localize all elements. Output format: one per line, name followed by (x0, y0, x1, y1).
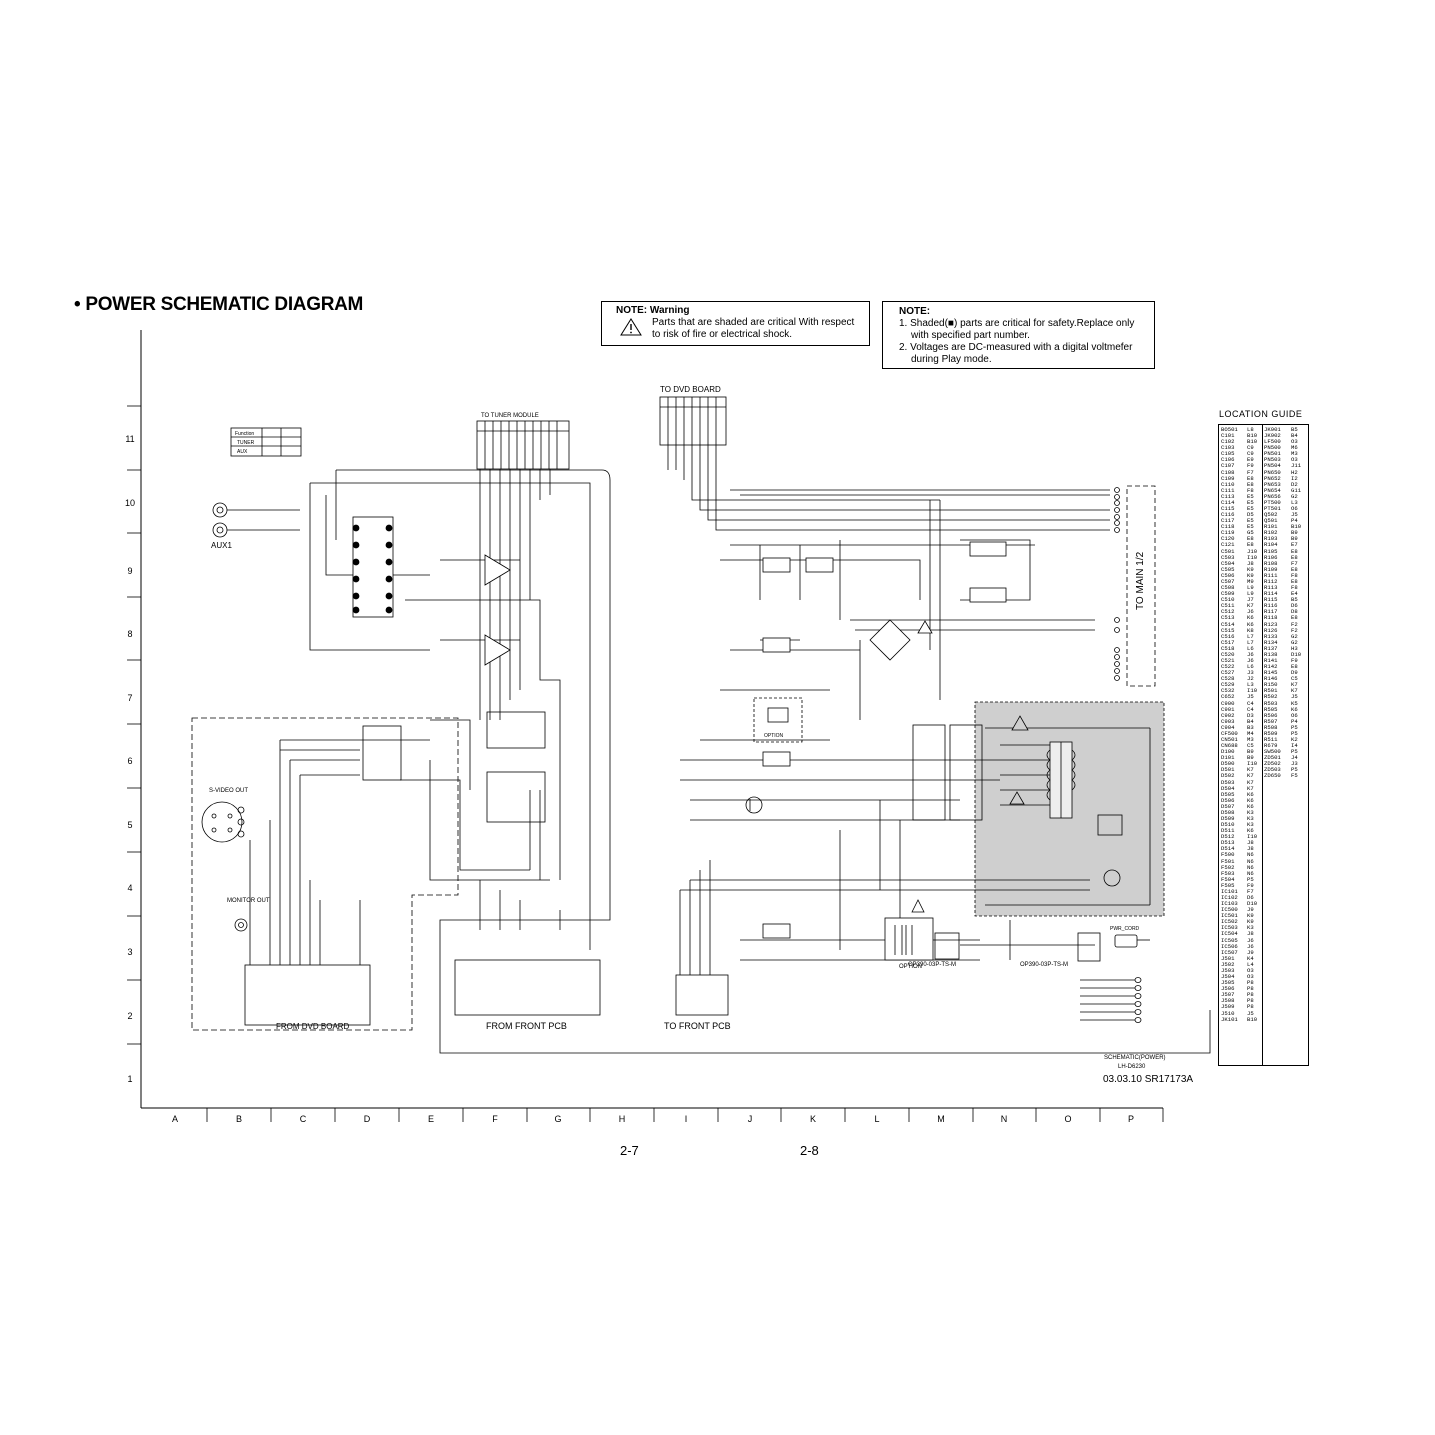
option-label: OPTION (899, 964, 922, 970)
connector-label-2: OP390-03P-TS-M (1020, 962, 1068, 968)
row-label: 8 (127, 629, 132, 639)
from-dvd-board-label: FROM DVD BOARD (276, 1022, 350, 1031)
column-label: O (1064, 1114, 1071, 1124)
to-dvd-board-label: TO DVD BOARD (660, 385, 721, 394)
row-label: 6 (127, 756, 132, 766)
to-tuner-module-label: TO TUNER MODULE (481, 413, 539, 419)
switch-ic (352, 516, 394, 618)
s-video-out-label: S-VIDEO OUT (209, 788, 248, 794)
regulator-ics (753, 541, 1007, 939)
column-label: L (874, 1114, 879, 1124)
row-label: 1 (127, 1074, 132, 1084)
row-label: 9 (127, 566, 132, 576)
svg-text:TUNER: TUNER (237, 440, 255, 446)
front-pcb-connectors: FROM FRONT PCB TO FRONT PCB (454, 959, 731, 1031)
option-label-2: OPTION (764, 733, 784, 739)
row-labels: 1 2 3 4 5 6 7 8 9 10 11 (125, 434, 135, 1084)
row-label: 10 (125, 498, 135, 508)
location-guide-col1-parts: BO501 C101 C102 C103 C105 C106 C107 C108… (1221, 426, 1238, 1023)
warning-note: NOTE: Warning Parts that are shaded are … (601, 301, 870, 346)
pwr-cord-label: PWR_CORD (1110, 926, 1140, 932)
page-title: • POWER SCHEMATIC DIAGRAM (74, 294, 364, 315)
connector-blocks (362, 711, 1101, 962)
column-ticks (206, 1108, 1164, 1122)
power-cord: PWR_CORD (1110, 926, 1150, 948)
column-label: B (236, 1114, 242, 1124)
front-output-jacks (1080, 977, 1142, 1023)
row-label: 7 (127, 693, 132, 703)
row-label: 4 (127, 883, 132, 893)
function-table: Function TUNER AUX (230, 427, 302, 457)
column-labels: A B C D E F G H I J K L M N O P (172, 1114, 1134, 1124)
column-label: H (619, 1114, 626, 1124)
location-guide-col2-parts: JK901 JK902 LF500 PN500 PN501 PN503 PN50… (1264, 426, 1281, 780)
from-front-pcb-label: FROM FRONT PCB (486, 1021, 567, 1031)
column-label: E (428, 1114, 434, 1124)
column-label: I (685, 1114, 688, 1124)
warning-note-heading: NOTE: Warning (616, 305, 690, 316)
column-label: A (172, 1114, 178, 1124)
main-connector-pins: TO MAIN 1/2 (1114, 485, 1156, 687)
general-note-line3: 2. Voltages are DC-measured with a digit… (899, 342, 1133, 353)
column-label: N (1001, 1114, 1008, 1124)
general-note-line2: with specified part number. (911, 330, 1030, 341)
general-note-heading: NOTE: (899, 306, 931, 317)
svg-text:AUX: AUX (237, 449, 248, 455)
row-ticks (127, 405, 141, 1045)
transistor (745, 796, 763, 814)
bridge-rectifier (869, 619, 933, 661)
option-transformer: OPTION OP390-03P-TS-M OP390-03P-TS-M OPT… (764, 733, 1068, 970)
to-front-pcb-label: TO FRONT PCB (664, 1021, 731, 1031)
schematic-name: SCHEMATIC(POWER) (1104, 1055, 1166, 1061)
opamp-ic (484, 554, 511, 666)
general-note-line4: during Play mode. (911, 354, 992, 365)
warning-triangle-icon (620, 318, 642, 336)
dvd-board-connector: TO DVD BOARD (659, 385, 727, 446)
column-label: D (364, 1114, 371, 1124)
page-number-right: 2-8 (800, 1143, 819, 1158)
wiring (249, 445, 1211, 1054)
column-label: F (492, 1114, 498, 1124)
warning-note-line2: to risk of fire or electrical shock. (652, 329, 793, 340)
model-number: LH-D6230 (1118, 1064, 1146, 1070)
row-label: 3 (127, 947, 132, 957)
column-label: P (1128, 1114, 1134, 1124)
monitor-out-label: MONITOR OUT (227, 898, 270, 904)
dvd-dashed-region: S-VIDEO OUT MONITOR OUT FROM DVD BOARD (191, 717, 459, 1031)
row-label: 5 (127, 820, 132, 830)
general-note: NOTE: 1. Shaded(■) parts are critical fo… (882, 301, 1155, 369)
warning-note-line1: Parts that are shaded are critical With … (652, 317, 855, 328)
general-note-line1: 1. Shaded(■) parts are critical for safe… (899, 318, 1135, 329)
transformer-block (985, 715, 1151, 906)
page-number-left: 2-7 (620, 1143, 639, 1158)
aux1-label: AUX1 (211, 541, 232, 550)
tuner-connector: TO TUNER MODULE (476, 413, 570, 470)
connector-label: OP390-03P-TS-M (908, 962, 956, 968)
column-label: G (554, 1114, 561, 1124)
location-guide-title: LOCATION GUIDE (1219, 409, 1303, 419)
aux-jack: AUX1 (211, 502, 300, 550)
column-label: M (937, 1114, 945, 1124)
date-code: 03.03.10 SR17173A (1103, 1074, 1194, 1085)
location-guide-col2-locs: B5 B4 O3 M6 M3 O3 J11 H2 I2 D2 G11 G2 L3… (1291, 426, 1302, 780)
schematic-stamp: SCHEMATIC(POWER) LH-D6230 (1104, 1055, 1166, 1070)
svg-text:Function: Function (235, 431, 254, 437)
column-label: J (748, 1114, 753, 1124)
location-guide-table: BO501 C101 C102 C103 C105 C106 C107 C108… (1218, 424, 1309, 1066)
row-label: 11 (125, 434, 134, 444)
to-main-label: TO MAIN 1/2 (1135, 551, 1146, 610)
row-label: 2 (127, 1011, 132, 1021)
location-guide-col1-locs: L8 B10 B10 C9 C9 E9 F9 F7 E8 E8 F8 E5 E5… (1247, 426, 1258, 1023)
column-label: K (810, 1114, 816, 1124)
column-label: C (300, 1114, 307, 1124)
